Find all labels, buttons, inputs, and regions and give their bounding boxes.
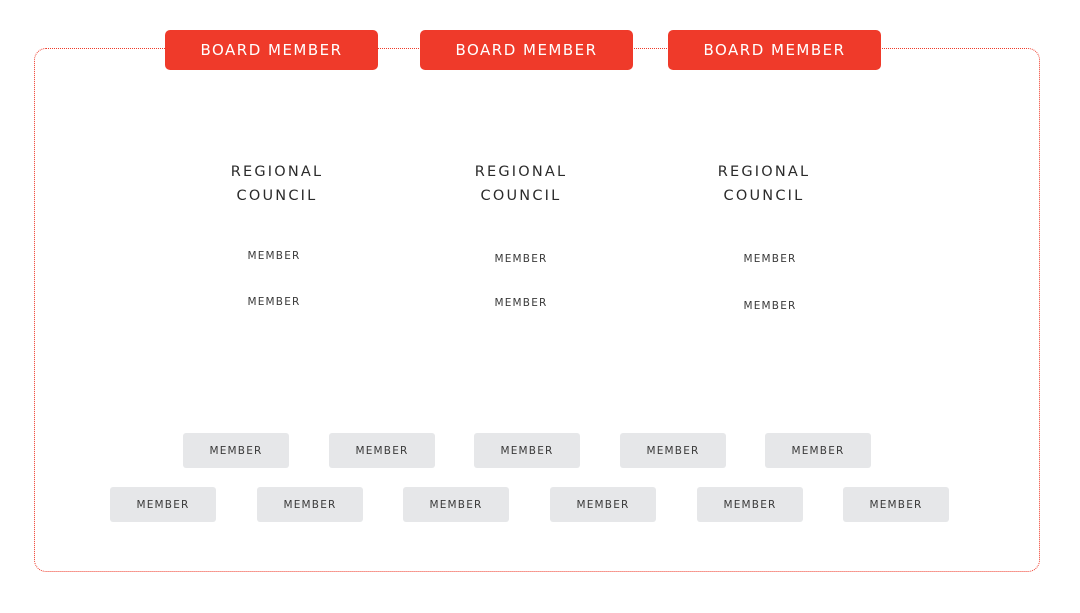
council-member-label: MEMBER [743, 300, 797, 312]
member-box: MEMBER [183, 433, 289, 468]
council-member-label: MEMBER [247, 250, 301, 262]
board-member-box: BOARD MEMBER [420, 30, 633, 70]
council-title-line: REGIONAL [717, 164, 811, 180]
council-member-label: MEMBER [494, 253, 548, 265]
member-box: MEMBER [843, 487, 949, 522]
member-box: MEMBER [620, 433, 726, 468]
regional-council-title: REGIONAL COUNCIL [684, 160, 844, 208]
regional-council-title: REGIONAL COUNCIL [197, 160, 357, 208]
council-title-line: REGIONAL [230, 164, 324, 180]
council-title-line: COUNCIL [723, 188, 805, 204]
member-box: MEMBER [474, 433, 580, 468]
regional-council-title: REGIONAL COUNCIL [441, 160, 601, 208]
member-box: MEMBER [257, 487, 363, 522]
member-box: MEMBER [403, 487, 509, 522]
member-box: MEMBER [765, 433, 871, 468]
council-title-line: COUNCIL [236, 188, 318, 204]
board-member-box: BOARD MEMBER [668, 30, 881, 70]
council-title-line: REGIONAL [474, 164, 568, 180]
member-box: MEMBER [550, 487, 656, 522]
council-title-line: COUNCIL [480, 188, 562, 204]
member-box: MEMBER [697, 487, 803, 522]
board-member-box: BOARD MEMBER [165, 30, 378, 70]
council-member-label: MEMBER [494, 297, 548, 309]
council-member-label: MEMBER [743, 253, 797, 265]
council-member-label: MEMBER [247, 296, 301, 308]
member-box: MEMBER [329, 433, 435, 468]
member-box: MEMBER [110, 487, 216, 522]
